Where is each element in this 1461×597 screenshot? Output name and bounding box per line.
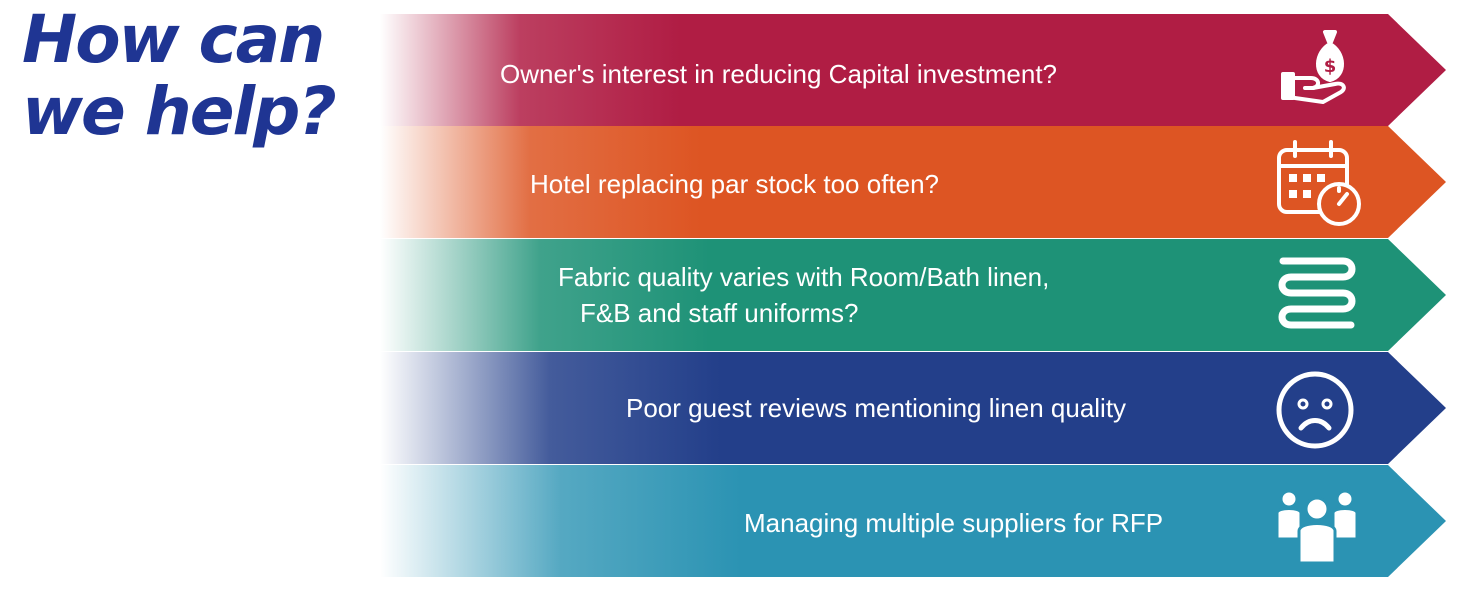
band-fabric-quality: Fabric quality varies with Room/Bath lin…	[380, 239, 1446, 351]
money-bag-hand-icon: $	[1275, 26, 1363, 114]
band-capital-investment: Owner's interest in reducing Capital inv…	[380, 14, 1446, 126]
headline: How can we help?	[22, 1, 337, 150]
band-guest-reviews-text: Poor guest reviews mentioning linen qual…	[626, 393, 1127, 423]
calendar-clock-icon	[1275, 138, 1363, 226]
group-people-icon	[1275, 477, 1363, 565]
band-guest-reviews: Poor guest reviews mentioning linen qual…	[380, 352, 1446, 464]
band-par-stock: Hotel replacing par stock too often?	[380, 126, 1446, 238]
band-suppliers-text: Managing multiple suppliers for RFP	[744, 508, 1164, 538]
band-capital-investment-text: Owner's interest in reducing Capital inv…	[500, 59, 1058, 89]
band-fabric-quality-text-line-1: Fabric quality varies with Room/Bath lin…	[558, 262, 1050, 292]
band-suppliers: Managing multiple suppliers for RFP	[380, 465, 1446, 577]
headline-line-1: How can	[22, 1, 325, 78]
stacked-linen-icon	[1275, 251, 1363, 339]
headline-line-2: we help?	[22, 73, 337, 150]
band-par-stock-text: Hotel replacing par stock too often?	[530, 169, 940, 199]
sad-face-icon	[1275, 364, 1363, 452]
svg-text:$: $	[1324, 56, 1337, 77]
band-fabric-quality-text-line-2: F&B and staff uniforms?	[580, 298, 859, 328]
